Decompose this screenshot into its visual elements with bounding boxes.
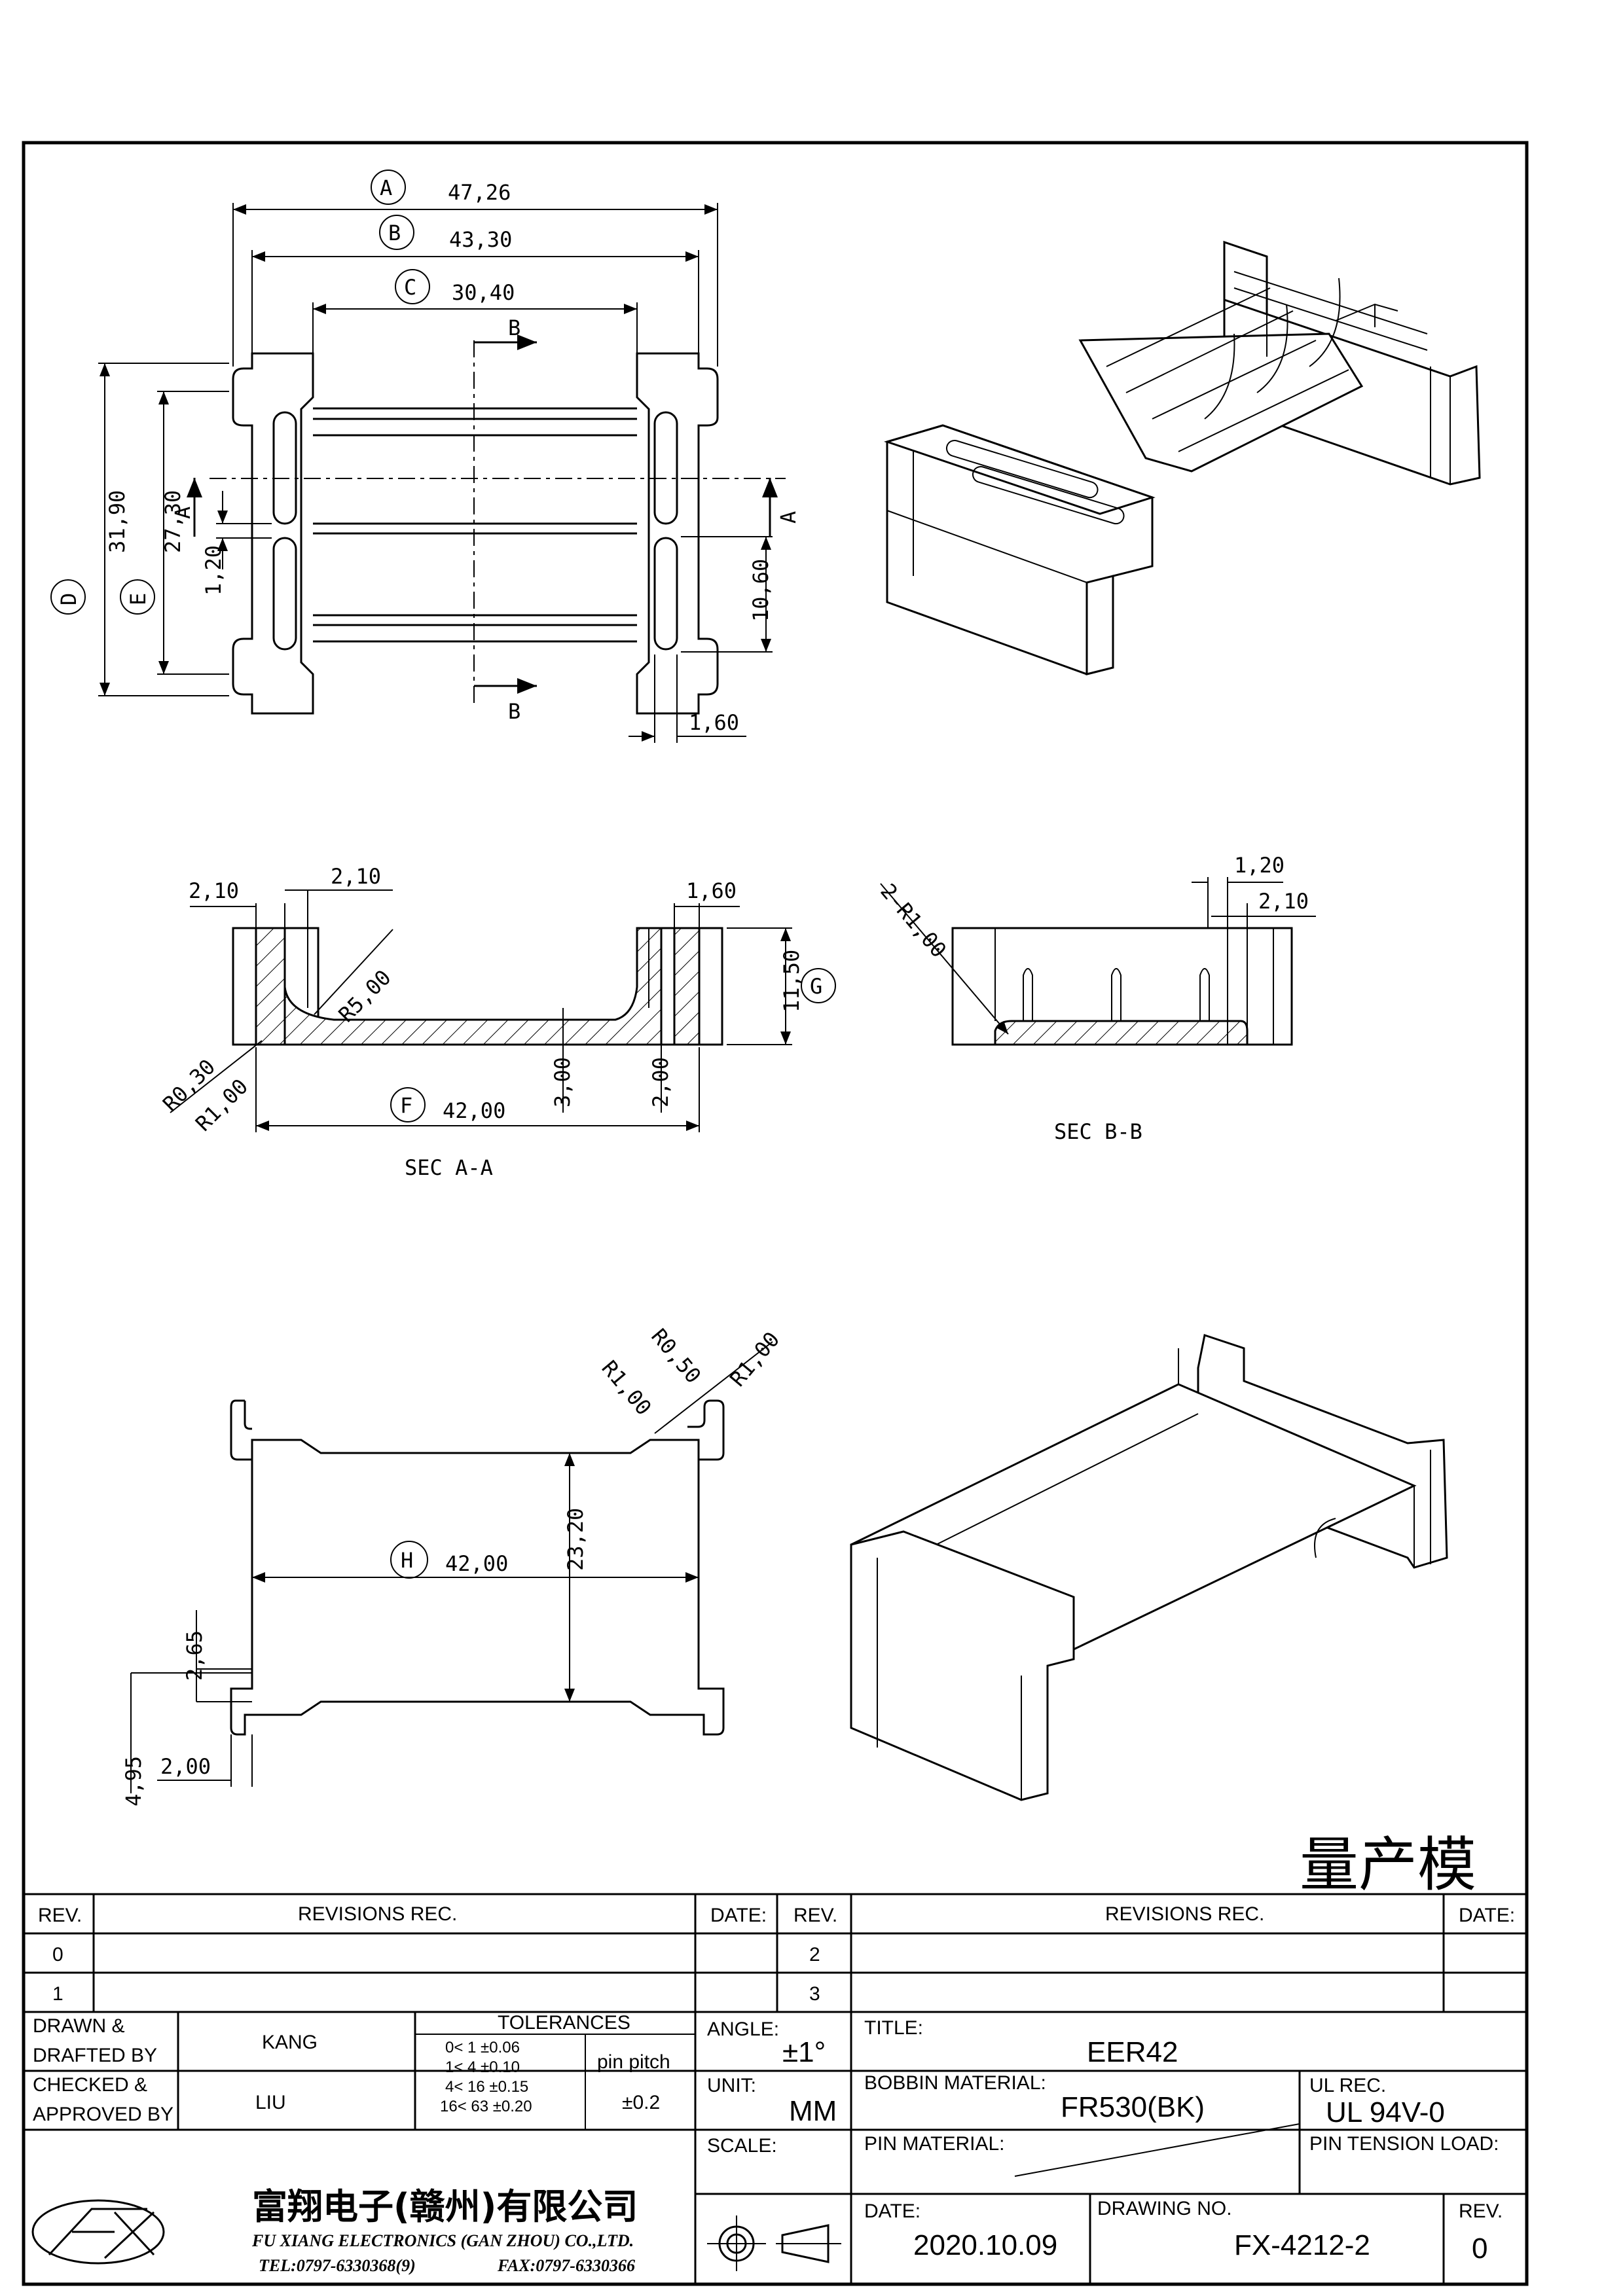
section-b-b-title: SEC B-B bbox=[1054, 1119, 1142, 1144]
iso-view-bottom bbox=[850, 1334, 1448, 1801]
dim-bb-radius: 2-R1,00 bbox=[875, 879, 951, 963]
revisions-col-header-2: REVISIONS REC. bbox=[1105, 1903, 1264, 1925]
revision-row-0: 0 bbox=[52, 1944, 64, 1965]
tolerance-row-3: 16< 63 ±0.20 bbox=[440, 2098, 532, 2115]
dim-bottom-width: 42,00 bbox=[445, 1551, 508, 1576]
section-a-label-2: A bbox=[776, 511, 801, 524]
checked-label-2: APPROVED BY bbox=[33, 2104, 173, 2125]
pin-material-label: PIN MATERIAL: bbox=[864, 2133, 1004, 2155]
dim-circle-d: D bbox=[56, 593, 81, 605]
bobbin-material-label: BOBBIN MATERIAL: bbox=[864, 2072, 1046, 2094]
dim-aa-floor: 2,00 bbox=[648, 1057, 673, 1107]
dim-b-value: 43,30 bbox=[449, 227, 512, 252]
company-tel: TEL:0797-6330368(9) bbox=[259, 2256, 416, 2275]
section-a-a-title: SEC A-A bbox=[405, 1155, 493, 1180]
section-a-a-view: 2,10 2,10 1,60 11,50 G R5,00 R0,30 R1,00… bbox=[158, 864, 836, 1180]
section-b-b-view: 2-R1,00 1,20 2,10 SEC B-B bbox=[875, 853, 1316, 1144]
company-fax: FAX:0797-6330366 bbox=[497, 2256, 635, 2275]
checked-by-value: LIU bbox=[255, 2092, 286, 2113]
dim-bottom-p2: 4,95 bbox=[121, 1756, 146, 1806]
dim-bottom-r1b: R1,00 bbox=[725, 1327, 784, 1391]
sheet-border bbox=[22, 141, 1529, 2286]
dim-a-value: 47,26 bbox=[448, 180, 511, 205]
tolerance-row-1: 1< 4 ±0.10 bbox=[445, 2058, 520, 2076]
date-col-header: DATE: bbox=[710, 1905, 767, 1926]
iso-view-top bbox=[884, 240, 1481, 675]
dim-circle-c: C bbox=[404, 275, 416, 300]
section-b-label: B bbox=[508, 315, 520, 340]
drawing-no-label: DRAWING NO. bbox=[1097, 2198, 1232, 2219]
dim-bb-t1: 1,20 bbox=[1234, 853, 1285, 878]
projection-symbol-icon bbox=[707, 2215, 841, 2271]
tolerance-row-2: 4< 16 ±0.15 bbox=[445, 2078, 528, 2096]
dim-bottom-r1a: R1,00 bbox=[597, 1355, 657, 1420]
ul-rec-value: UL 94V-0 bbox=[1326, 2096, 1445, 2128]
pin-tension-load-label: PIN TENSION LOAD: bbox=[1309, 2133, 1499, 2155]
checked-label-1: CHECKED & bbox=[33, 2074, 147, 2096]
drawn-label-1: DRAWN & bbox=[33, 2015, 125, 2037]
rev-col-header-2: REV. bbox=[793, 1905, 837, 1926]
title-block: DRAWN & DRAFTED BY KANG CHECKED & APPROV… bbox=[22, 2011, 1528, 2286]
dim-circle-e: E bbox=[126, 593, 151, 605]
dim-circle-b: B bbox=[388, 221, 401, 245]
bottom-view: 23,20 H 42,00 R1,00 R0,50 R1,00 2,65 4,9… bbox=[121, 1324, 784, 1806]
section-b-label-2: B bbox=[508, 699, 520, 724]
dim-bottom-p3: 2,00 bbox=[160, 1754, 211, 1779]
dim-aa-t3: 1,60 bbox=[686, 878, 737, 903]
pin-pitch-label: pin pitch bbox=[597, 2051, 670, 2073]
drawing-title: EER42 bbox=[1087, 2036, 1178, 2068]
bobbin-material-value: FR530(BK) bbox=[1061, 2091, 1205, 2123]
unit-label: UNIT: bbox=[707, 2075, 756, 2096]
drawn-by-value: KANG bbox=[262, 2032, 318, 2053]
dim-aa-t1: 2,10 bbox=[189, 878, 239, 903]
dim-c-value: 30,40 bbox=[452, 280, 515, 305]
pin-pitch-value: ±0.2 bbox=[622, 2092, 660, 2113]
dim-slot-value: 10,60 bbox=[748, 559, 773, 622]
tolerances-label: TOLERANCES bbox=[498, 2012, 630, 2034]
rev-label: REV. bbox=[1459, 2200, 1503, 2222]
revision-row-2: 2 bbox=[809, 1944, 820, 1965]
dim-wall-value: 1,20 bbox=[201, 545, 226, 596]
dim-d-value: 31,90 bbox=[105, 490, 130, 553]
dim-aa-r5: R5,00 bbox=[334, 965, 396, 1027]
dim-aa-t2: 2,10 bbox=[331, 864, 381, 889]
dim-pin-value: 1,60 bbox=[689, 710, 739, 735]
revision-row-3: 3 bbox=[809, 1983, 820, 2005]
mass-production-stamp: 量产模 bbox=[1300, 1831, 1476, 1899]
dim-bottom-height: 23,20 bbox=[563, 1508, 588, 1571]
date-col-header-2: DATE: bbox=[1459, 1905, 1515, 1926]
company-name-cn: 富翔电子(赣州)有限公司 bbox=[252, 2186, 638, 2227]
dim-circle-h: H bbox=[401, 1548, 413, 1573]
dim-aa-width: 42,00 bbox=[443, 1098, 505, 1123]
company-logo-icon bbox=[31, 2199, 165, 2265]
section-a-label: A bbox=[170, 507, 195, 519]
dim-aa-base: 3,00 bbox=[550, 1057, 575, 1107]
scale-label: SCALE: bbox=[707, 2135, 777, 2157]
dim-bottom-r05: R0,50 bbox=[646, 1324, 706, 1388]
top-view: B B A A A 47,26 B 43,30 C 30,40 31,90 D bbox=[50, 170, 801, 743]
revision-row-1: 1 bbox=[52, 1983, 64, 2005]
tolerance-row-0: 0< 1 ±0.06 bbox=[445, 2039, 520, 2056]
drawn-label-2: DRAFTED BY bbox=[33, 2045, 157, 2066]
title-label: TITLE: bbox=[864, 2017, 923, 2039]
angle-label: ANGLE: bbox=[707, 2018, 779, 2040]
revisions-col-header: REVISIONS REC. bbox=[298, 1903, 457, 1925]
drawing-no-value: FX-4212-2 bbox=[1234, 2229, 1370, 2261]
dim-e-value: 27,30 bbox=[160, 490, 185, 553]
dim-circle-g: G bbox=[810, 974, 822, 999]
unit-value: MM bbox=[789, 2095, 837, 2127]
ul-rec-label: UL REC. bbox=[1309, 2075, 1386, 2096]
dim-circle-f: F bbox=[400, 1093, 412, 1118]
rev-value: 0 bbox=[1472, 2233, 1487, 2265]
dim-aa-height: 11,50 bbox=[779, 950, 804, 1013]
date-label: DATE: bbox=[864, 2200, 921, 2222]
dim-bb-t2: 2,10 bbox=[1258, 889, 1309, 914]
angle-value: ±1° bbox=[782, 2036, 826, 2068]
revision-table: REV. REVISIONS REC. DATE: REV. REVISIONS… bbox=[22, 1893, 1528, 2013]
date-value: 2020.10.09 bbox=[913, 2229, 1057, 2261]
rev-col-header: REV. bbox=[38, 1905, 82, 1926]
company-name-en: FU XIANG ELECTRONICS (GAN ZHOU) CO.,LTD. bbox=[251, 2231, 634, 2250]
dim-circle-a: A bbox=[380, 175, 392, 200]
